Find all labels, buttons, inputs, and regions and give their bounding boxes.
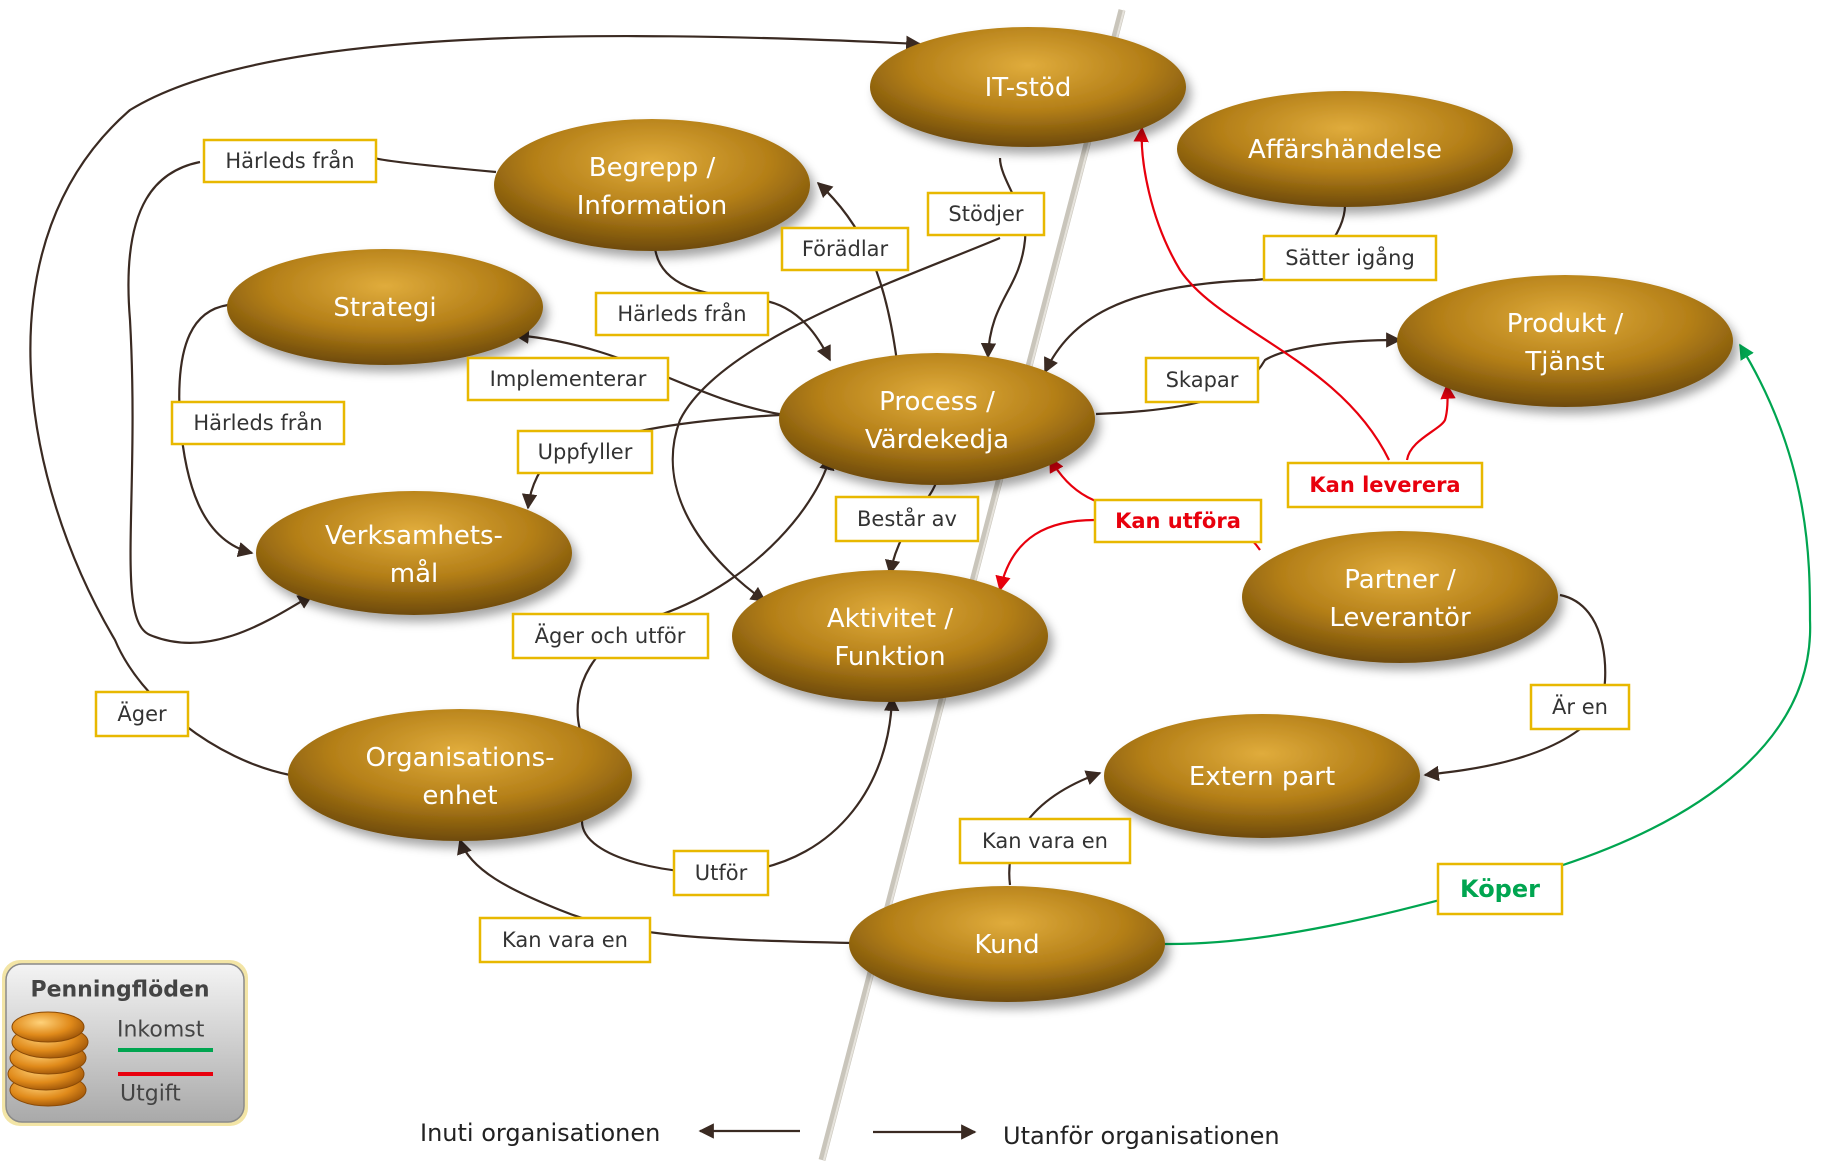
node-partner[interactable]: Partner /Leverantör [1242, 531, 1558, 663]
label-utfor: Utför [672, 849, 770, 897]
label-stodjer: Stödjer [926, 191, 1046, 237]
edge-process-begrepp [816, 181, 902, 386]
label-implementerar: Implementerar [466, 356, 670, 402]
legend-expense-label: Utgift [120, 1082, 181, 1107]
node-it-stod-text: IT-stöd [985, 73, 1072, 103]
edge-partner-it [1133, 126, 1390, 461]
node-process[interactable]: Process /Värdekedja [779, 353, 1095, 485]
svg-text:Härleds från: Härleds från [193, 410, 322, 435]
label-harleds-fran-1: Härleds från [202, 138, 378, 184]
label-foradlar: Förädlar [780, 226, 910, 272]
svg-text:Extern part: Extern part [1189, 762, 1335, 792]
svg-text:Stödjer: Stödjer [948, 202, 1023, 226]
label-satter-igang: Sätter igång [1262, 234, 1438, 282]
expense-flows [995, 126, 1456, 592]
coins-icon [7, 1011, 89, 1107]
label-skapar: Skapar [1144, 356, 1260, 404]
node-begrepp[interactable]: Begrepp /Information [494, 119, 810, 251]
edge-harleds-verksamhet [127, 156, 497, 645]
node-organisation[interactable]: Organisations-enhet [288, 709, 632, 841]
svg-text:Uppfyller: Uppfyller [538, 440, 633, 464]
outside-caption: Utanför organisationen [1003, 1122, 1280, 1150]
legend-title: Penningflöden [30, 978, 209, 1003]
svg-text:Kan leverera: Kan leverera [1309, 473, 1460, 497]
label-kan-utfora: Kan utföra [1093, 498, 1263, 544]
svg-text:Affärshändelse: Affärshändelse [1248, 135, 1442, 165]
label-ager: Äger [94, 690, 190, 738]
label-kan-vara-en-2: Kan vara en [478, 916, 652, 964]
svg-text:Köper: Köper [1460, 875, 1540, 903]
edge-partner-aktivitet [995, 518, 1096, 592]
direction-arrows [698, 1123, 977, 1140]
node-extern[interactable]: Extern part [1104, 714, 1420, 838]
svg-text:Äger och utför: Äger och utför [535, 623, 686, 648]
svg-text:Process /Värdekedja: Process /Värdekedja [865, 387, 1009, 455]
label-ager-och-utfor: Äger och utför [511, 612, 710, 660]
svg-text:Härleds från: Härleds från [225, 148, 354, 173]
svg-text:Kan utföra: Kan utföra [1115, 509, 1241, 533]
legend-income-label: Inkomst [117, 1018, 205, 1043]
node-affarshandelse[interactable]: Affärshändelse [1177, 91, 1513, 207]
svg-text:Begrepp /Information: Begrepp /Information [577, 153, 728, 221]
svg-text:Strategi: Strategi [333, 293, 436, 323]
svg-text:Utför: Utför [695, 861, 748, 885]
label-koper: Köper [1436, 862, 1564, 916]
svg-text:Partner /Leverantör: Partner /Leverantör [1329, 565, 1471, 633]
label-harleds-fran-2: Härleds från [594, 291, 770, 337]
svg-text:Är en: Är en [1552, 694, 1608, 719]
edge-kund-produkt [1164, 343, 1812, 946]
edge-ager-it [29, 34, 922, 777]
label-kan-vara-en-1: Kan vara en [958, 817, 1132, 865]
svg-text:Förädlar: Förädlar [802, 237, 889, 261]
edge-labels: Härleds från Stödjer Förädlar Sätter igå… [94, 138, 1631, 964]
node-aktivitet[interactable]: Aktivitet /Funktion [732, 570, 1048, 702]
label-bestar-av: Består av [834, 495, 980, 543]
nodes: IT-stöd Affärshändelse Begrepp /Informat… [227, 27, 1733, 1002]
svg-text:Består av: Består av [857, 506, 957, 531]
svg-text:Verksamhets-mål: Verksamhets-mål [325, 521, 503, 589]
node-produkt[interactable]: Produkt /Tjänst [1397, 275, 1733, 407]
edge-it-aktivitet [671, 236, 1001, 602]
label-ar-en: Är en [1529, 683, 1631, 731]
svg-text:Äger: Äger [117, 701, 167, 726]
svg-text:Kan vara en: Kan vara en [982, 829, 1108, 853]
label-kan-leverera: Kan leverera [1286, 461, 1484, 509]
income-flows [1164, 343, 1812, 946]
inside-caption: Inuti organisationen [420, 1119, 660, 1147]
label-harleds-fran-3: Härleds från [170, 400, 346, 446]
svg-text:Implementerar: Implementerar [490, 367, 647, 391]
svg-text:Sätter igång: Sätter igång [1285, 245, 1415, 270]
edge-process-skapar [1095, 332, 1402, 416]
node-strategi[interactable]: Strategi [227, 249, 543, 365]
svg-text:Härleds från: Härleds från [617, 301, 746, 326]
svg-text:Skapar: Skapar [1166, 368, 1239, 392]
node-kund[interactable]: Kund [849, 886, 1165, 1002]
svg-text:Produkt /Tjänst: Produkt /Tjänst [1507, 309, 1624, 377]
svg-text:Kan vara en: Kan vara en [502, 928, 628, 952]
svg-text:Kund: Kund [974, 930, 1039, 960]
node-it-stod[interactable]: IT-stöd [870, 27, 1186, 147]
svg-text:Aktivitet /Funktion: Aktivitet /Funktion [827, 604, 954, 672]
edge-it-process [980, 157, 1027, 359]
label-uppfyller: Uppfyller [516, 429, 654, 475]
edge-partner-produkt [1405, 383, 1456, 461]
svg-text:Organisations-enhet: Organisations-enhet [365, 743, 554, 811]
legend-box: Penningflöden Inkomst Utgift [2, 960, 248, 1126]
node-verksamhetsmal[interactable]: Verksamhets-mål [256, 491, 572, 615]
